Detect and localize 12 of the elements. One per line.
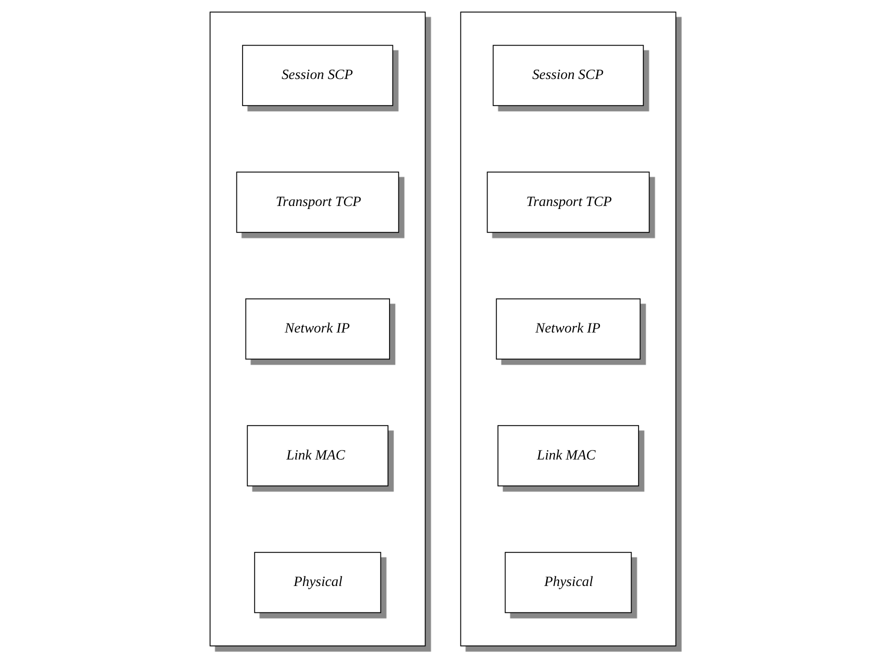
node-box: Physical <box>504 552 632 614</box>
node-box: Link MAC <box>246 425 388 486</box>
node-box: Physical <box>254 552 381 614</box>
node-box: Link MAC <box>497 425 639 486</box>
node-box: Session SCP <box>242 44 393 106</box>
node-box: Network IP <box>495 298 640 360</box>
cluster <box>460 12 676 646</box>
cluster <box>209 12 426 646</box>
node-box: Transport TCP <box>236 172 399 233</box>
node-box: Network IP <box>244 298 390 360</box>
node-box: Session SCP <box>492 44 644 106</box>
node-box: Transport TCP <box>486 172 650 233</box>
